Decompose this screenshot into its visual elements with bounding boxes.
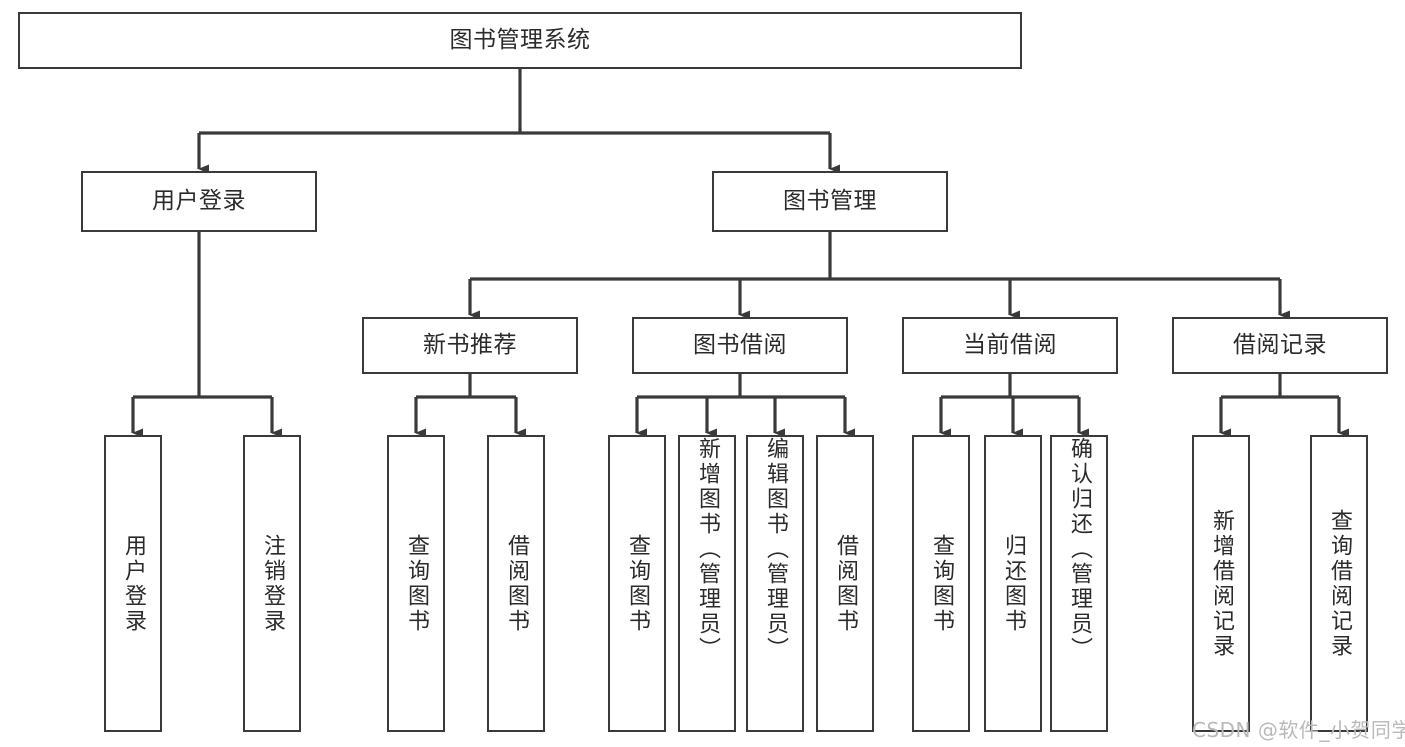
node-label-leaf-edit-book: 编辑图书（管理员）	[763, 437, 788, 662]
node-label-leaf-confirm-return: 确认归还（管理员）	[1067, 437, 1092, 662]
node-label-book-manage: 图书管理	[783, 188, 877, 215]
node-leaf-add-book[interactable]: 新增图书（管理员）	[678, 435, 736, 732]
node-current-borrow[interactable]: 当前借阅	[902, 317, 1118, 374]
node-root[interactable]: 图书管理系统	[18, 12, 1022, 69]
node-book-borrow[interactable]: 图书借阅	[632, 317, 848, 374]
node-label-leaf-query-book-3: 查询图书	[929, 533, 954, 634]
node-leaf-query-book-2[interactable]: 查询图书	[608, 435, 666, 732]
node-leaf-user-logout[interactable]: 注销登录	[243, 435, 301, 732]
node-label-leaf-query-record: 查询借阅记录	[1327, 508, 1352, 659]
node-leaf-borrow-book-2[interactable]: 借阅图书	[816, 435, 874, 732]
node-label-leaf-user-login: 用户登录	[121, 533, 146, 634]
node-label-leaf-add-book: 新增图书（管理员）	[695, 437, 720, 662]
node-leaf-borrow-book-1[interactable]: 借阅图书	[487, 435, 545, 732]
node-leaf-query-book-3[interactable]: 查询图书	[912, 435, 970, 732]
node-label-leaf-query-book-2: 查询图书	[625, 533, 650, 634]
node-label-current-borrow: 当前借阅	[963, 332, 1057, 359]
node-label-leaf-borrow-book-1: 借阅图书	[504, 533, 529, 634]
node-label-leaf-user-logout: 注销登录	[260, 533, 285, 634]
node-label-borrow-record: 借阅记录	[1233, 332, 1327, 359]
node-label-leaf-query-book-1: 查询图书	[404, 533, 429, 634]
csdn-watermark: CSDN @软件_小贺同学	[1192, 718, 1405, 742]
node-label-leaf-return-book: 归还图书	[1001, 533, 1026, 634]
node-borrow-record[interactable]: 借阅记录	[1172, 317, 1388, 374]
node-label-leaf-borrow-book-2: 借阅图书	[833, 533, 858, 634]
node-leaf-return-book[interactable]: 归还图书	[984, 435, 1042, 732]
node-label-root: 图书管理系统	[449, 27, 591, 54]
node-new-book-rec[interactable]: 新书推荐	[362, 317, 578, 374]
node-leaf-confirm-return[interactable]: 确认归还（管理员）	[1050, 435, 1108, 732]
node-leaf-query-record[interactable]: 查询借阅记录	[1310, 435, 1368, 732]
node-label-new-book-rec: 新书推荐	[423, 332, 517, 359]
node-book-manage[interactable]: 图书管理	[712, 171, 948, 232]
node-user-login[interactable]: 用户登录	[81, 171, 317, 232]
node-label-user-login: 用户登录	[152, 188, 246, 215]
node-leaf-edit-book[interactable]: 编辑图书（管理员）	[746, 435, 804, 732]
node-leaf-add-record[interactable]: 新增借阅记录	[1192, 435, 1250, 732]
node-label-book-borrow: 图书借阅	[693, 332, 787, 359]
node-leaf-query-book-1[interactable]: 查询图书	[387, 435, 445, 732]
node-leaf-user-login[interactable]: 用户登录	[104, 435, 162, 732]
node-label-leaf-add-record: 新增借阅记录	[1209, 508, 1234, 659]
